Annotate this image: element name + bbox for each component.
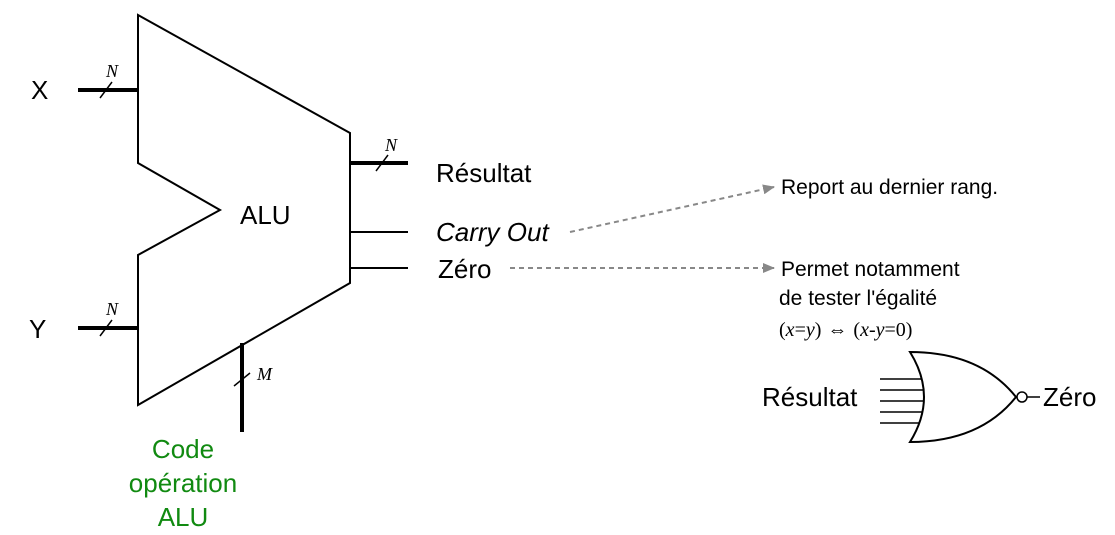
input-y-bus-width: N — [105, 299, 119, 319]
carry-note-arrow — [569, 184, 775, 233]
result-bus-slash — [375, 154, 389, 172]
input-x-bus-slash — [99, 81, 113, 99]
alu-title: ALU — [240, 200, 291, 230]
opcode-label-line3: ALU — [158, 502, 209, 532]
opcode-bus-slash — [233, 372, 251, 387]
zero-label: Zéro — [438, 254, 491, 284]
nor-body — [908, 350, 1018, 444]
input-x-bus-width: N — [105, 61, 119, 81]
nor-input-label: Résultat — [762, 382, 858, 412]
opcode-label-line2: opération — [129, 468, 237, 498]
equality-formula: (x=y)⇔(x-y=0) — [779, 319, 912, 341]
result-bus-width: N — [384, 135, 398, 155]
nor-gate — [880, 350, 1040, 444]
carry-note: Report au dernier rang. — [781, 176, 998, 199]
nor-output-bubble — [1016, 391, 1028, 403]
input-x-label: X — [31, 75, 48, 105]
result-label: Résultat — [436, 158, 532, 188]
zero-note-line1: Permet notamment — [781, 258, 960, 281]
zero-note-line2: de tester l'égalité — [779, 287, 937, 310]
input-y-label: Y — [29, 314, 46, 344]
carry-out-label: Carry Out — [436, 217, 550, 247]
input-y-bus-slash — [99, 319, 113, 337]
opcode-label-line1: Code — [152, 434, 214, 464]
nor-output-label: Zéro — [1043, 382, 1096, 412]
opcode-bus-width: M — [256, 364, 273, 384]
